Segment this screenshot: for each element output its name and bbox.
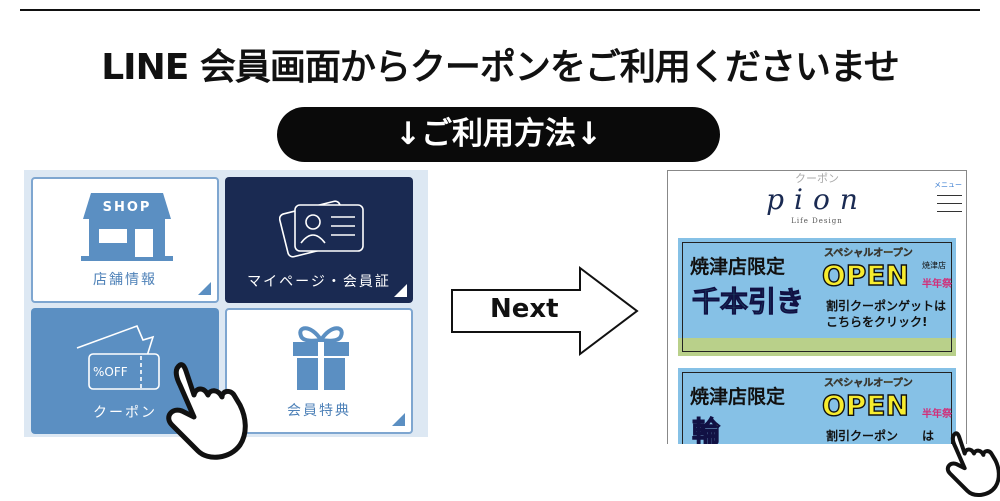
next-arrow-icon xyxy=(451,266,639,356)
coupon-banner[interactable]: 焼津店限定 輪 スペシャルオープン OPEN 半年祭 割引クーポン は xyxy=(678,368,956,444)
hamburger-menu-icon[interactable] xyxy=(937,203,962,204)
pointing-hand-icon xyxy=(945,431,1000,497)
banner-open: OPEN xyxy=(821,259,909,292)
banner-big-text: 千本引き xyxy=(691,285,805,318)
shop-icon-text: SHOP xyxy=(103,200,152,215)
coupon-icon-text: %OFF xyxy=(93,365,128,379)
tile-label: クーポン xyxy=(93,405,157,421)
corner-triangle-icon xyxy=(394,284,407,297)
banner-cta: 割引クーポン は xyxy=(826,430,934,444)
page-title: LINE 会員画面からクーポンをご利用くださいませ xyxy=(101,47,900,88)
hamburger-menu-icon[interactable] xyxy=(937,195,962,196)
banner-special: スペシャルオープン xyxy=(824,248,913,259)
brand-logo: pion xyxy=(766,183,868,216)
phone-page-title: クーポン xyxy=(795,172,839,185)
gift-icon xyxy=(293,326,349,390)
corner-triangle-icon xyxy=(392,413,405,426)
hamburger-menu-icon[interactable] xyxy=(937,211,962,212)
menu-tile-member-benefits[interactable]: 会員特典 xyxy=(225,308,413,434)
banner-anniversary: 半年祭 xyxy=(922,279,952,290)
banner-store: 焼津店限定 xyxy=(690,386,786,408)
menu-tile-mypage[interactable]: マイページ・会員証 xyxy=(225,177,413,303)
tile-label: マイページ・会員証 xyxy=(247,274,391,290)
corner-triangle-icon xyxy=(198,282,211,295)
banner-anniversary: 半年祭 xyxy=(922,409,952,420)
cta-line: 割引クーポン は xyxy=(826,429,935,443)
menu-label[interactable]: メニュー xyxy=(934,181,962,189)
banner-frame xyxy=(682,242,952,352)
id-card-icon xyxy=(279,200,364,258)
banner-store-tag: 焼津店 xyxy=(922,261,946,270)
brand-subtitle: Life Design xyxy=(791,217,843,225)
coupon-banner[interactable]: 焼津店限定 千本引き スペシャルオープン OPEN 焼津店 半年祭 割引クーポン… xyxy=(678,238,956,356)
menu-tile-shop-info[interactable]: SHOP 店舗情報 xyxy=(31,177,219,303)
banner-frame xyxy=(682,372,952,444)
howto-heading: ↓ご利用方法↓ xyxy=(277,107,720,162)
tile-label: 店舗情報 xyxy=(93,272,157,288)
line-menu-panel: SHOP 店舗情報 マイページ・会員証 %OFF クーポン 会員特典 xyxy=(24,170,428,437)
cta-line: 割引クーポンゲットは xyxy=(826,299,947,313)
shop-icon: SHOP xyxy=(81,193,173,261)
banner-cta: 割引クーポンゲットはこちらをクリック! xyxy=(826,300,946,332)
top-divider xyxy=(20,9,980,11)
coupon-icon: %OFF xyxy=(76,324,160,390)
next-label: Next xyxy=(490,294,559,324)
banner-open: OPEN xyxy=(821,389,909,422)
banner-store: 焼津店限定 xyxy=(690,256,786,278)
cta-line: こちらをクリック! xyxy=(826,315,928,329)
pointing-hand-icon xyxy=(166,362,248,460)
phone-coupon-screen: クーポン pion Life Design メニュー 焼津店限定 千本引き スペ… xyxy=(667,170,967,444)
banner-special: スペシャルオープン xyxy=(824,378,913,389)
banner-big-text: 輪 xyxy=(691,415,721,444)
tile-label: 会員特典 xyxy=(287,403,351,419)
